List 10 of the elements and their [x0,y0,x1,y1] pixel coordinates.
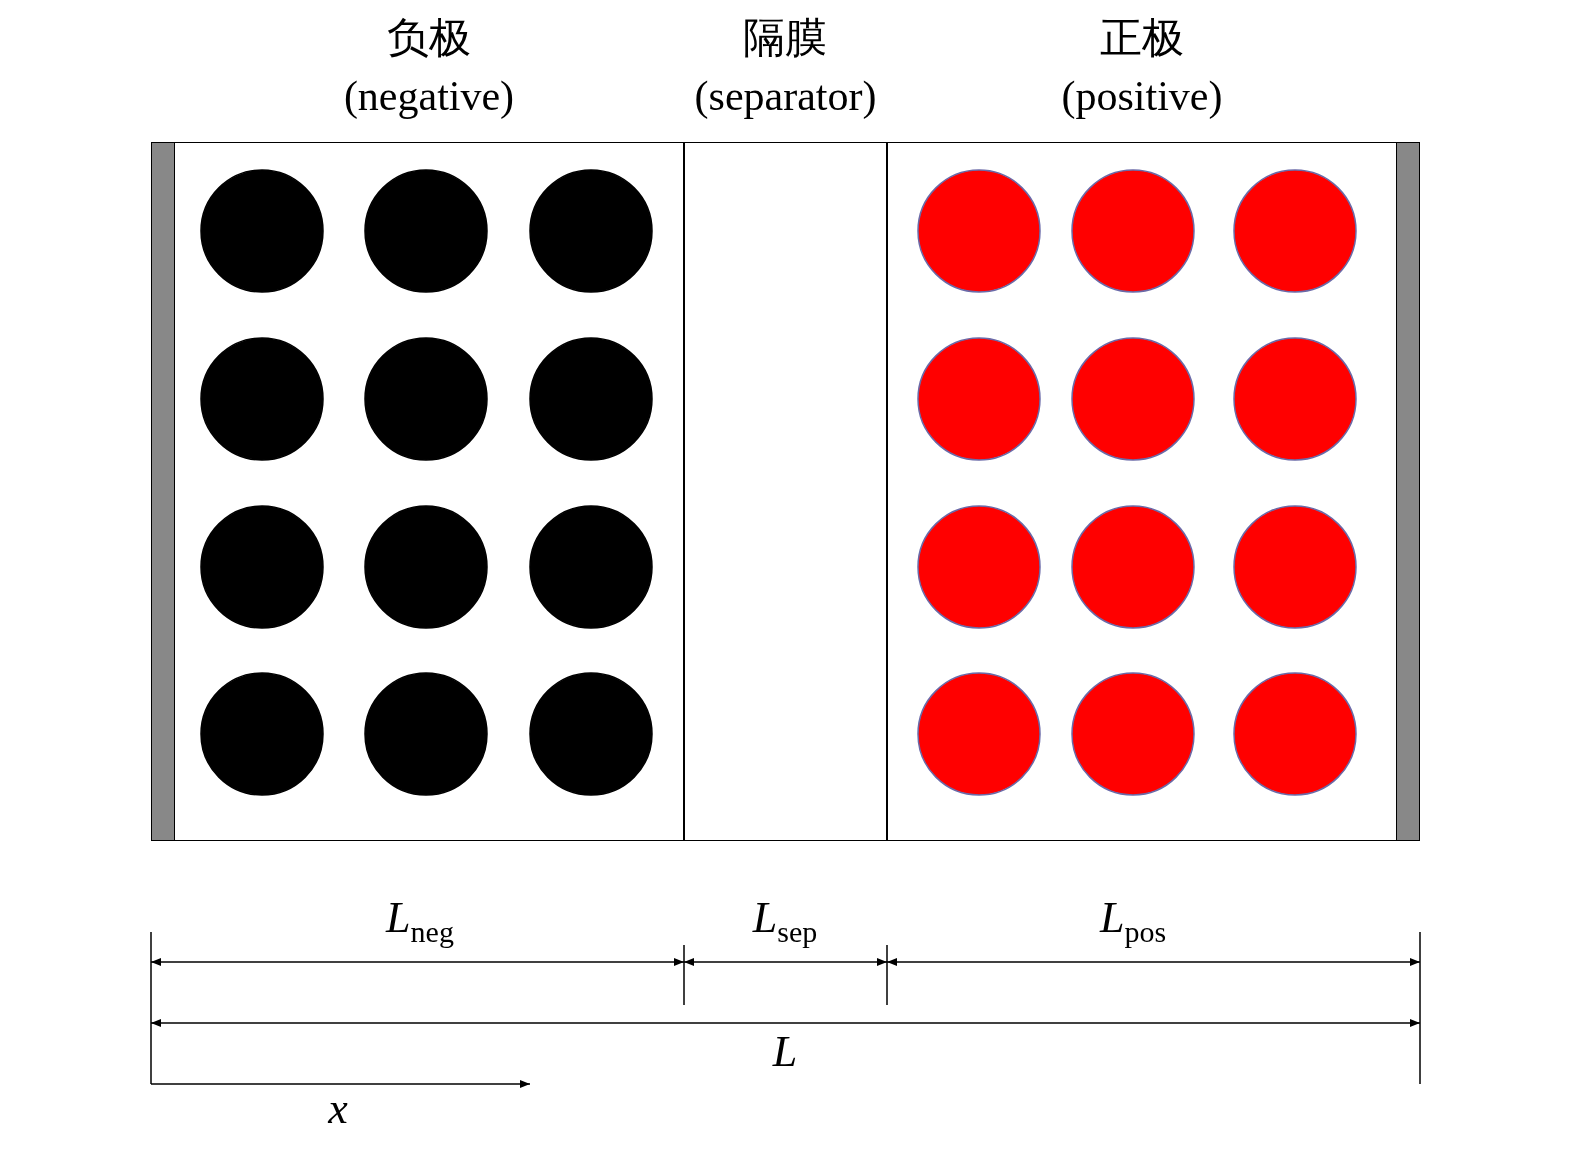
dimension-label: L$_{sep}$ [752,893,818,950]
current-collector-plate [151,142,175,841]
dimension-label: L$_{pos}$ [1099,893,1167,950]
region-heading: 负极 (negative) [343,14,515,121]
axis-label: x [328,1084,348,1134]
region-heading: 正极 (positive) [1061,14,1223,121]
region-heading: 隔膜 (separator) [694,14,877,121]
dimension-label: L [772,1027,798,1077]
current-collector-plate [1396,142,1420,841]
dimension-label: L$_{neg}$ [386,893,454,950]
